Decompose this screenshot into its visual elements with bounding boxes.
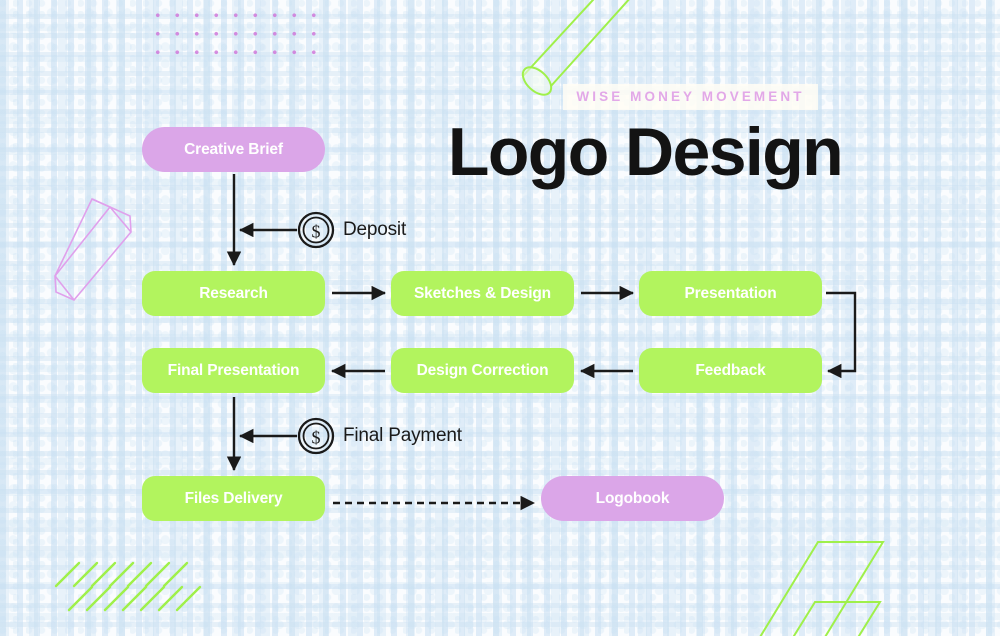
flow-node-label: Creative Brief xyxy=(184,140,283,158)
flow-node-files-delivery[interactable]: Files Delivery xyxy=(142,476,325,521)
flow-node-research[interactable]: Research xyxy=(142,271,325,316)
dot-grid-decoration xyxy=(148,2,326,58)
flow-node-label: Logobook xyxy=(595,489,670,507)
flow-node-creative-brief[interactable]: Creative Brief xyxy=(142,127,325,172)
flow-node-label: Research xyxy=(199,284,268,302)
flow-node-logobook[interactable]: Logobook xyxy=(541,476,724,521)
flow-node-sketches-design[interactable]: Sketches & Design xyxy=(391,271,574,316)
flow-node-design-correction[interactable]: Design Correction xyxy=(391,348,574,393)
flow-node-label: Sketches & Design xyxy=(413,284,551,302)
flow-node-final-presentation[interactable]: Final Presentation xyxy=(142,348,325,393)
flow-node-label: Design Correction xyxy=(416,361,549,379)
flow-node-label: Presentation xyxy=(684,284,777,302)
deposit-label: Deposit xyxy=(343,219,407,240)
flow-node-presentation[interactable]: Presentation xyxy=(639,271,822,316)
tagline-band xyxy=(563,84,818,110)
flow-node-label: Files Delivery xyxy=(184,489,283,507)
final-payment-label: Final Payment xyxy=(343,425,462,446)
tagline: WISE MONEY MOVEMENT xyxy=(576,89,805,104)
flow-node-label: Feedback xyxy=(695,361,766,379)
flow-node-feedback[interactable]: Feedback xyxy=(639,348,822,393)
flow-node-label: Final Presentation xyxy=(167,361,300,379)
page-title: Logo Design xyxy=(447,114,844,190)
